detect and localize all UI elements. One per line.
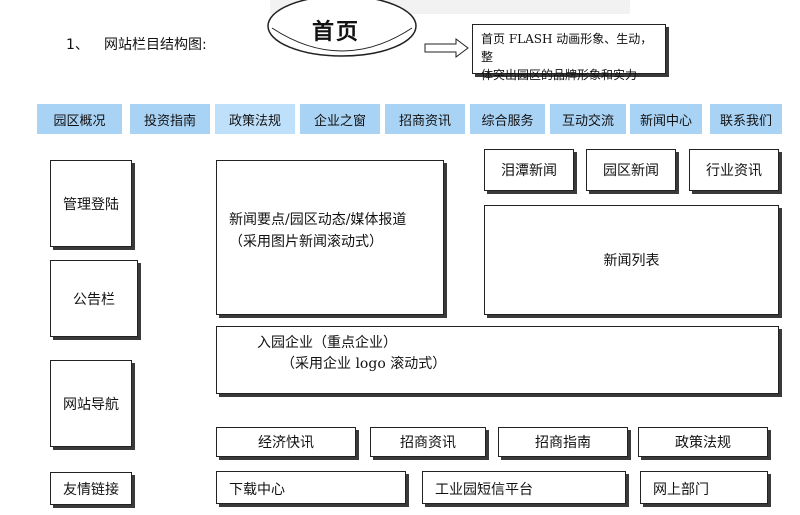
- enterprise-box: 入园企业（重点企业） （采用企业 logo 滚动式）: [216, 326, 779, 394]
- page-title: 网站栏目结构图:: [104, 37, 207, 53]
- nav-item-news-center[interactable]: 新闻中心: [630, 104, 702, 134]
- news-highlights-line1: 新闻要点/园区动态/媒体报道: [229, 212, 407, 228]
- nav-item-interaction[interactable]: 互动交流: [550, 104, 626, 134]
- arrow-right-icon: [424, 38, 469, 58]
- news-list-box: 新闻列表: [484, 205, 779, 315]
- tab-local-news[interactable]: 泪潭新闻: [484, 149, 574, 191]
- box-sms-platform[interactable]: 工业园短信平台: [422, 471, 626, 504]
- nav-item-overview[interactable]: 园区概况: [37, 104, 122, 134]
- home-desc-line2: 体突出园区的品牌形象和实力: [481, 68, 638, 82]
- login-box[interactable]: 管理登陆: [50, 160, 132, 247]
- tab-industry-news[interactable]: 行业资讯: [689, 149, 779, 191]
- nav-item-investment[interactable]: 投资指南: [130, 104, 210, 134]
- box-online-department[interactable]: 网上部门: [640, 471, 768, 504]
- tab-park-news[interactable]: 园区新闻: [586, 149, 676, 191]
- site-nav-box[interactable]: 网站导航: [50, 360, 132, 447]
- box-invest-news[interactable]: 招商资讯: [370, 427, 486, 457]
- home-ellipse: [267, 0, 417, 57]
- section-number: 1、: [66, 37, 89, 53]
- box-economic-news[interactable]: 经济快讯: [216, 427, 356, 457]
- home-desc-line1: 首页 FLASH 动画形象、生动，整: [481, 32, 653, 64]
- nav-item-invest-news[interactable]: 招商资讯: [385, 104, 465, 134]
- bulletin-box: 公告栏: [50, 260, 138, 337]
- news-highlights-box: 新闻要点/园区动态/媒体报道 （采用图片新闻滚动式）: [216, 160, 444, 315]
- friend-links-box[interactable]: 友情链接: [50, 472, 132, 505]
- news-highlights-line2: （采用图片新闻滚动式）: [229, 234, 383, 250]
- home-label: 首页: [312, 19, 361, 45]
- nav-item-enterprise[interactable]: 企业之窗: [300, 104, 380, 134]
- box-invest-guide[interactable]: 招商指南: [498, 427, 628, 457]
- nav-item-services[interactable]: 综合服务: [470, 104, 545, 134]
- enterprise-line2: （采用企业 logo 滚动式）: [281, 356, 447, 372]
- nav-item-contact[interactable]: 联系我们: [710, 104, 782, 134]
- box-download-center[interactable]: 下载中心: [216, 471, 406, 504]
- enterprise-line1: 入园企业（重点企业）: [257, 335, 397, 351]
- box-policy[interactable]: 政策法规: [638, 427, 768, 457]
- home-description: 首页 FLASH 动画形象、生动，整 体突出园区的品牌形象和实力: [472, 24, 666, 82]
- nav-item-policy[interactable]: 政策法规: [215, 104, 295, 134]
